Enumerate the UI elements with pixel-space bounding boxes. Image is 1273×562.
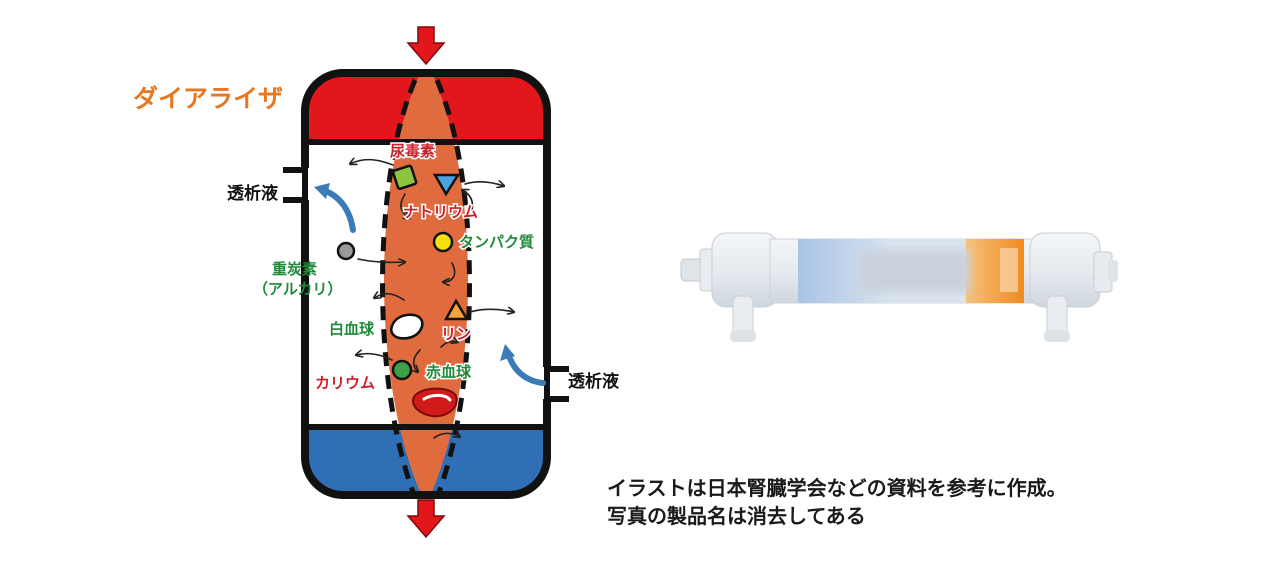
diagram-title: ダイアライザ: [133, 84, 283, 113]
caption-line-1: イラストは日本腎臓学会などの資料を参考に作成。: [607, 476, 1067, 500]
dialyzer-vessel: [283, 69, 569, 499]
urea-toxin-label: 尿毒素: [390, 142, 435, 160]
white-blood-cell-icon: [390, 313, 424, 340]
blood-inflow-arrow: [406, 26, 446, 66]
dialyzer-product-photo: [680, 232, 1118, 342]
bicarbonate-label-line1: 重炭素: [272, 260, 317, 278]
potassium-circle-icon: [391, 359, 413, 381]
sodium-label: ナトリウム: [403, 203, 478, 221]
red-blood-cell-label: 赤血球: [426, 363, 472, 381]
dialysate-left-label: 透析液: [227, 183, 278, 204]
diffusion-arrows: [350, 160, 514, 439]
substance-markers: [336, 164, 470, 418]
red-blood-cell-icon: [412, 387, 458, 418]
bicarbonate-label-line2: （アルカリ）: [253, 280, 342, 298]
caption-line-2: 写真の製品名は消去してある: [607, 504, 866, 528]
phosphorus-label: リン: [441, 325, 471, 343]
bicarbonate-circle-icon: [336, 241, 356, 261]
blood-outflow-arrow: [406, 499, 446, 539]
urea-toxin-square-icon: [391, 164, 418, 191]
potassium-label: カリウム: [315, 374, 375, 392]
white-blood-cell-label: 白血球: [329, 320, 375, 338]
sodium-triangle-icon: [432, 173, 461, 197]
membrane-left: [380, 79, 418, 493]
protein-label: タンパク質: [459, 233, 534, 251]
membrane-right: [434, 79, 472, 493]
phosphorus-triangle-icon: [443, 298, 470, 321]
protein-circle-icon: [432, 231, 454, 253]
dialysate-right-label: 透析液: [568, 371, 619, 392]
caption: イラストは日本腎臓学会などの資料を参考に作成。 写真の製品名は消去してある: [607, 474, 1247, 530]
